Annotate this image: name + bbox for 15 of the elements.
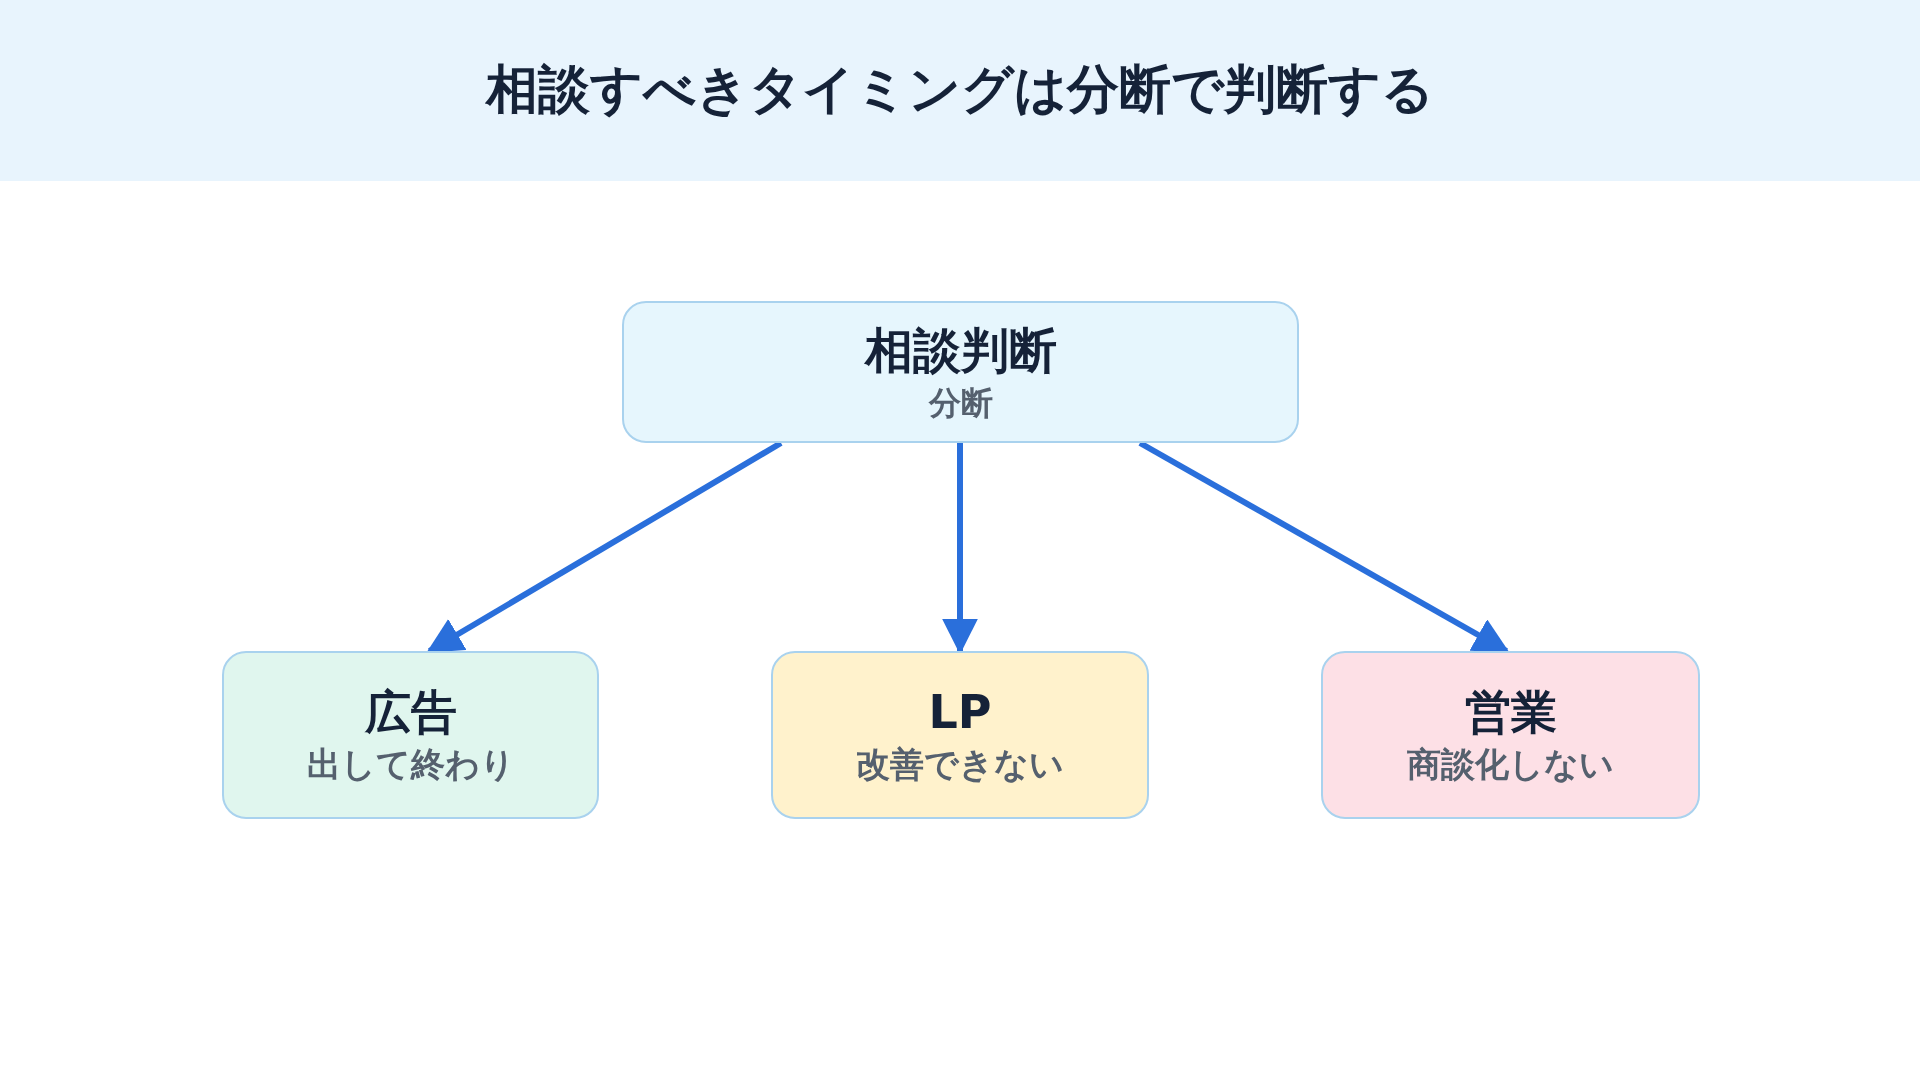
node-heading: LP: [928, 685, 992, 741]
node-subtext: 商談化しない: [1407, 744, 1614, 785]
rounded-box: [1321, 651, 1700, 819]
arrow: [1138, 440, 1510, 654]
rounded-box: [622, 301, 1299, 443]
node-subtext: 分断: [928, 383, 993, 422]
arrow: [426, 440, 783, 654]
rounded-box: [771, 651, 1149, 819]
title: 相談すべきタイミングは分断で判断する: [484, 58, 1435, 121]
node-heading: 営業: [1464, 685, 1557, 741]
node-subtext: 改善できない: [856, 744, 1064, 785]
rounded-box: [222, 651, 599, 819]
node-heading: 相談判断: [864, 322, 1057, 380]
node-subtext: 出して終わり: [306, 744, 515, 785]
node-heading: 広告: [364, 685, 457, 741]
